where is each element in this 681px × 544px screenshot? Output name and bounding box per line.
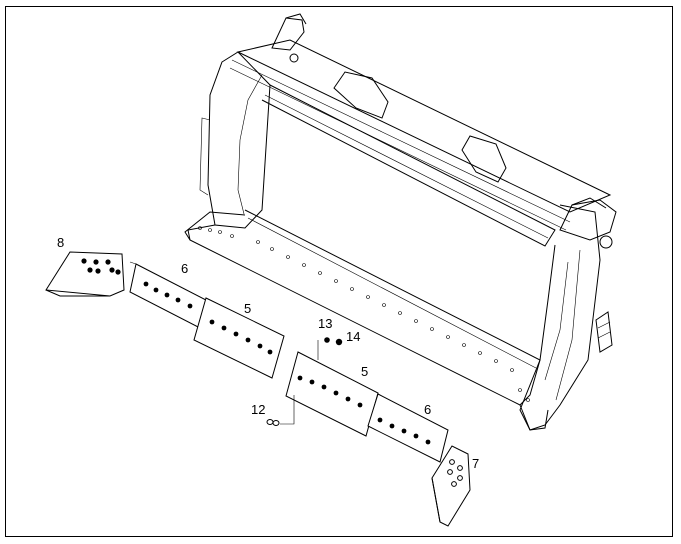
callout-5-lower: 5 xyxy=(361,364,368,379)
part-6-edge-lower xyxy=(367,393,449,463)
part-5-edge-upper xyxy=(193,297,285,379)
callout-12: 12 xyxy=(251,402,265,417)
callout-8: 8 xyxy=(57,235,64,250)
part-8-end-bit xyxy=(45,251,125,297)
hardware xyxy=(266,337,343,426)
part-7-end-bit xyxy=(431,445,471,527)
part-6-edge-upper xyxy=(129,261,207,329)
callout-13: 13 xyxy=(318,316,332,331)
callout-7: 7 xyxy=(472,456,479,471)
lip-bolt-holes xyxy=(198,226,530,402)
callout-6-upper: 6 xyxy=(181,261,188,276)
callout-5-upper: 5 xyxy=(244,301,251,316)
callout-14: 14 xyxy=(346,329,360,344)
callout-6-lower: 6 xyxy=(424,402,431,417)
part-5-edge-lower xyxy=(285,351,379,437)
bucket xyxy=(184,13,617,431)
